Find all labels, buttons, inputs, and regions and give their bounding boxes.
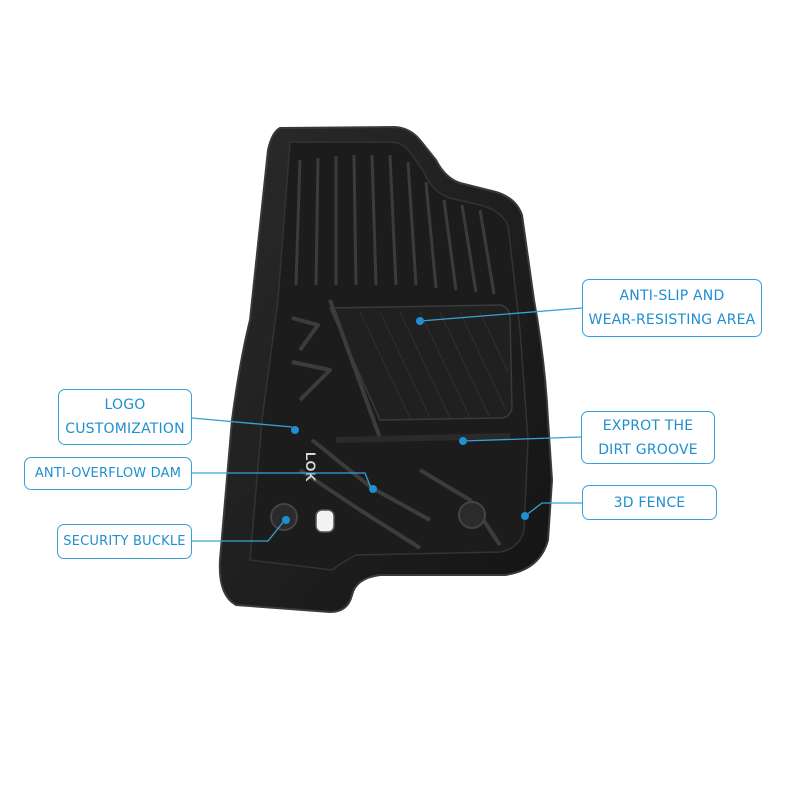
callout-3d-fence: 3D FENCE: [582, 485, 717, 520]
callout-dirt-groove: EXPROT THE DIRT GROOVE: [581, 411, 715, 464]
callout-dirt-groove-line2: DIRT GROOVE: [598, 441, 698, 458]
security-buckle-right: [458, 501, 486, 529]
leader-lines: [191, 307, 583, 542]
callout-anti-slip-line1: ANTI-SLIP AND: [619, 288, 725, 304]
dot-overflow: [369, 485, 377, 493]
callout-logo: LOGO CUSTOMIZATION: [58, 389, 192, 445]
callout-dirt-groove-line1: EXPROT THE: [602, 417, 694, 434]
callout-anti-slip-line2: WEAR-RESISTING AREA: [588, 312, 756, 328]
callout-security-buckle: SECURITY BUCKLE: [57, 524, 192, 559]
callout-anti-overflow-dam: ANTI-OVERFLOW DAM: [24, 457, 192, 490]
anti-slip-texture: [359, 311, 509, 419]
callout-3d-fence-line1: 3D FENCE: [613, 494, 686, 511]
callout-anti-overflow-dam-line1: ANTI-OVERFLOW DAM: [34, 465, 182, 481]
dot-dirt-groove: [459, 437, 467, 445]
callout-logo-line2: CUSTOMIZATION: [65, 421, 185, 437]
buckle-slot: [315, 509, 335, 533]
top-ribs: [294, 154, 496, 295]
callout-dots: [282, 317, 529, 524]
dirt-groove: [335, 433, 511, 443]
dot-fence: [521, 512, 529, 520]
dot-logo: [291, 426, 299, 434]
callout-security-buckle-line1: SECURITY BUCKLE: [63, 533, 186, 549]
anti-slip-pad: [328, 304, 513, 421]
mat-logo: LOK: [303, 452, 319, 482]
dot-anti-slip: [416, 317, 424, 325]
dot-buckle: [282, 516, 290, 524]
callout-logo-line1: LOGO: [104, 397, 146, 413]
callout-anti-slip: ANTI-SLIP AND WEAR-RESISTING AREA: [582, 279, 762, 337]
